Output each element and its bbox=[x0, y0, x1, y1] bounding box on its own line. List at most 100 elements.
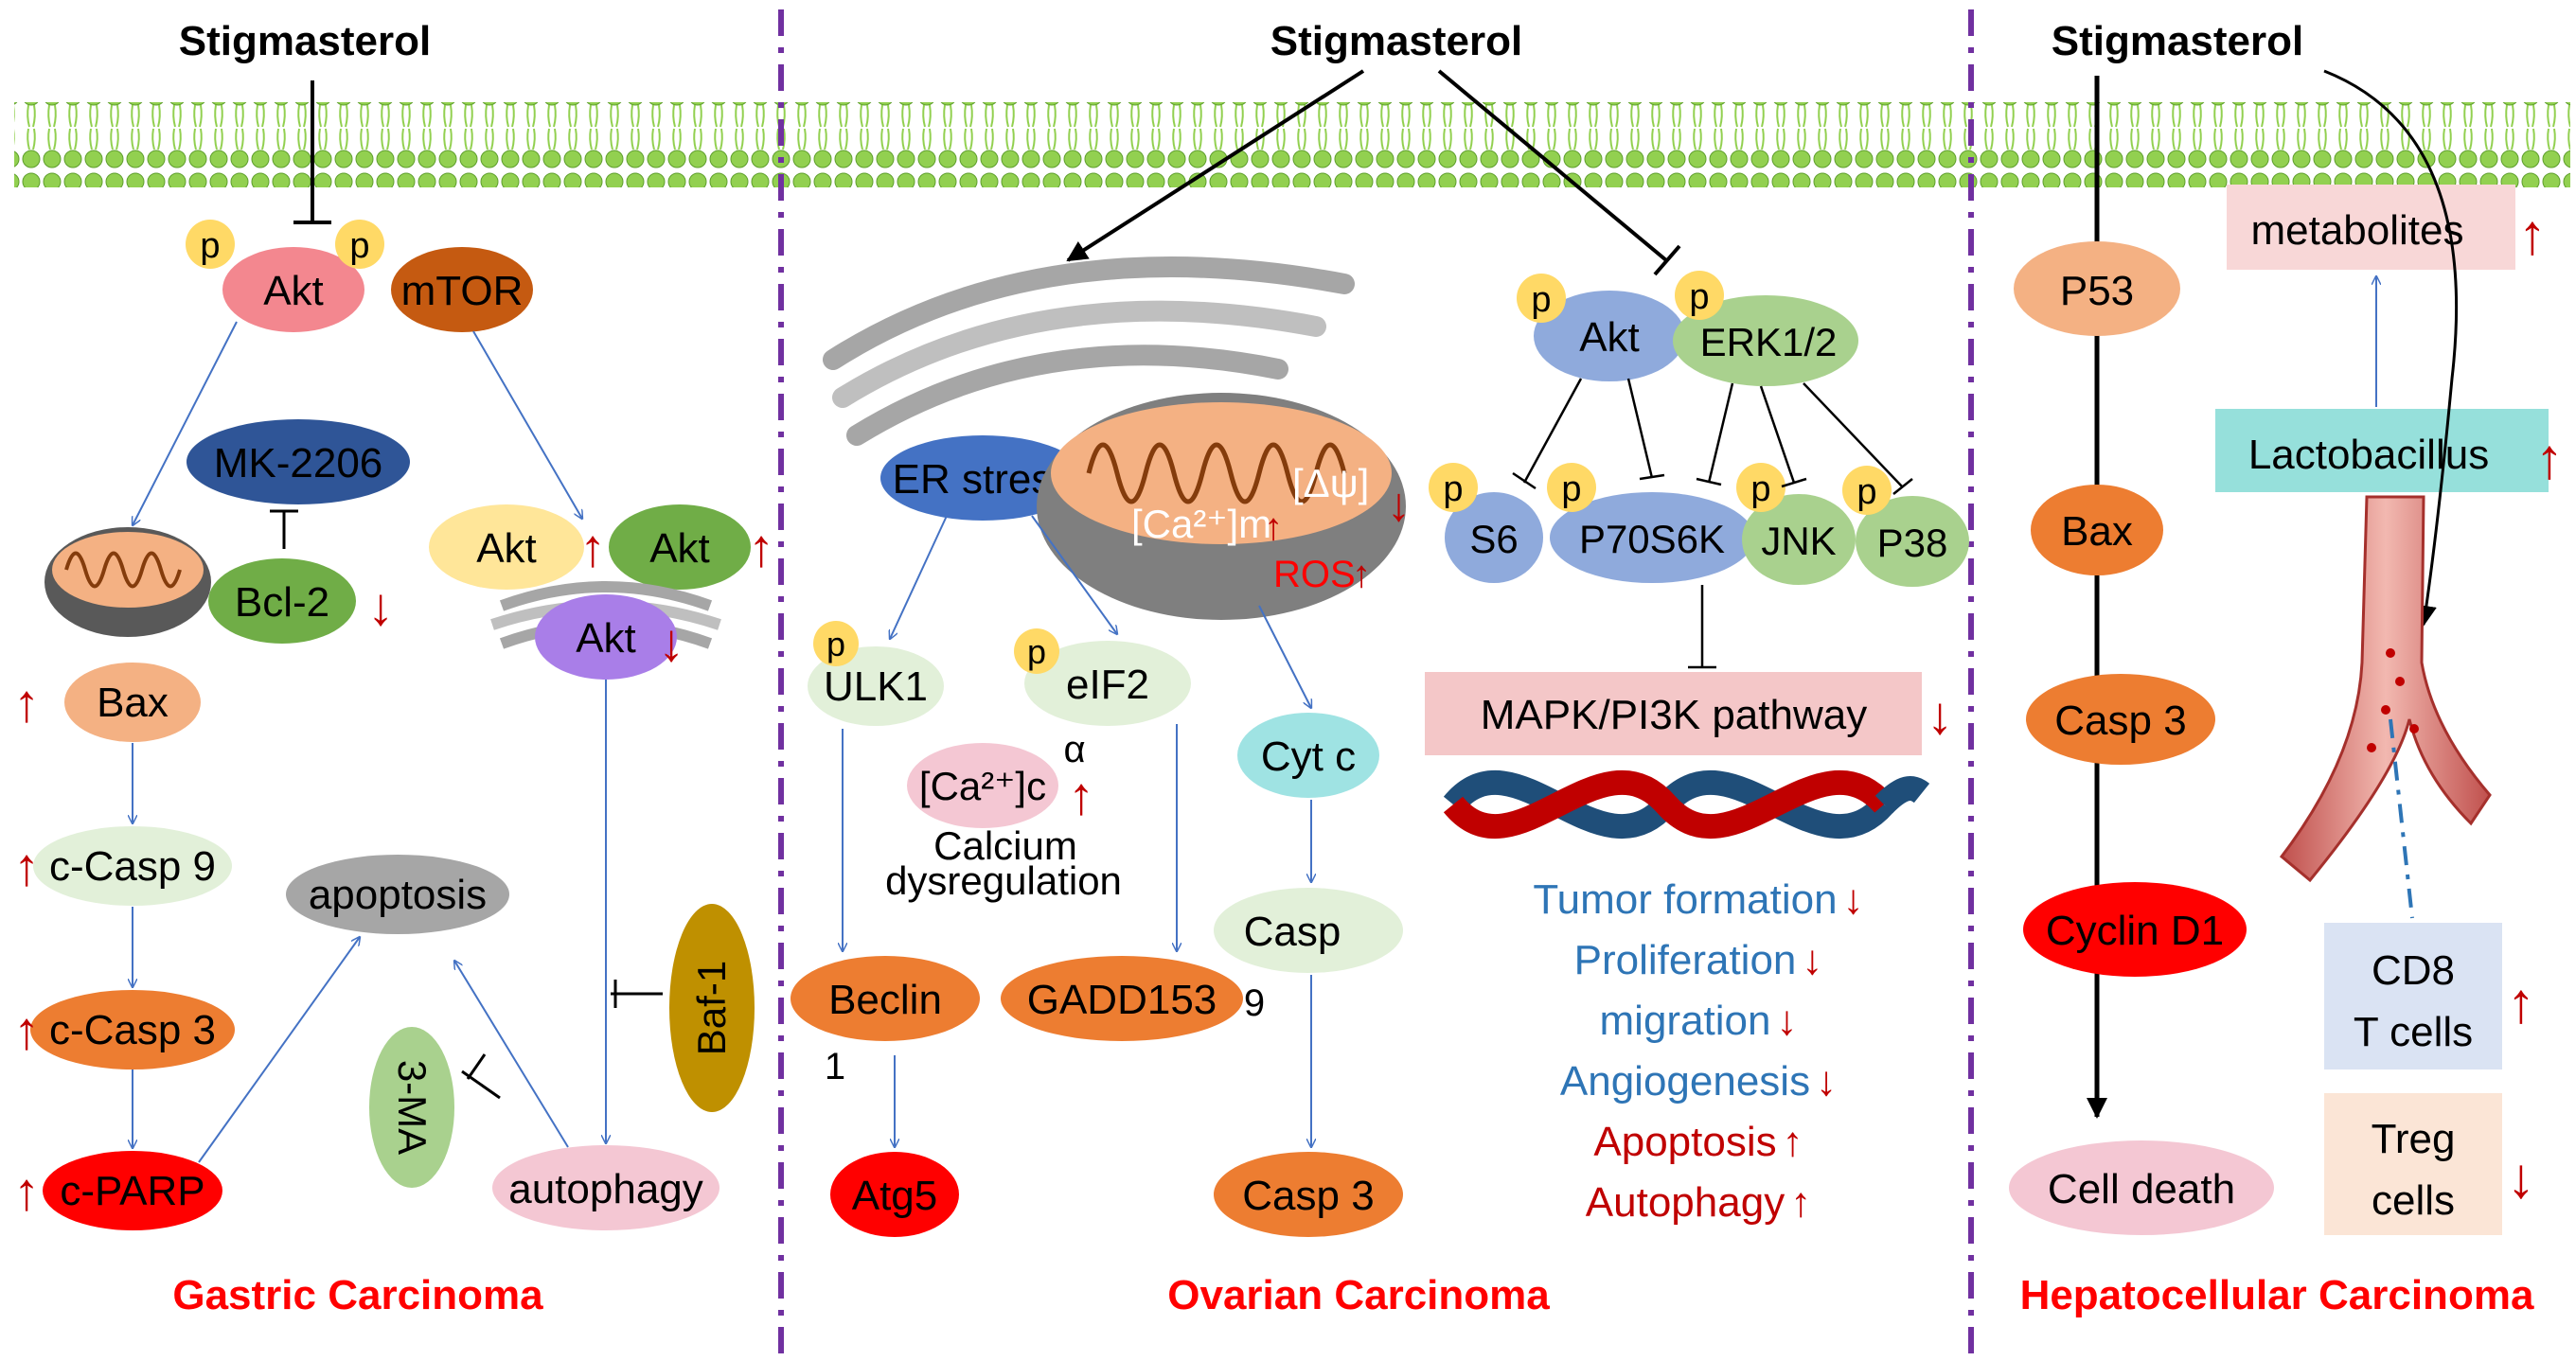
effect-item: Angiogenesis bbox=[1560, 1058, 1810, 1105]
svg-text:1: 1 bbox=[825, 1046, 845, 1087]
svg-text:metabolites: metabolites bbox=[2250, 207, 2463, 254]
lactobacillus-box bbox=[2215, 409, 2549, 492]
svg-text:Treg: Treg bbox=[2372, 1116, 2456, 1162]
ros-label: ROS bbox=[1273, 554, 1356, 595]
svg-text:cells: cells bbox=[2372, 1177, 2455, 1224]
atg5-node bbox=[830, 1152, 959, 1237]
svg-text:p: p bbox=[1443, 469, 1463, 509]
up-arrow: ↑ bbox=[13, 1161, 40, 1221]
akt-node bbox=[222, 247, 364, 332]
svg-text:Akt: Akt bbox=[649, 525, 710, 572]
treg-box bbox=[2324, 1093, 2502, 1235]
up-arrow: ↑ bbox=[1790, 1179, 1811, 1226]
section-label-gastric: Gastric Carcinoma bbox=[172, 1272, 543, 1318]
svg-text:Bax: Bax bbox=[97, 680, 169, 726]
phospho-badge bbox=[1547, 463, 1596, 512]
svg-text:Bax: Bax bbox=[2061, 508, 2133, 555]
up-arrow: ↑ bbox=[13, 673, 40, 733]
down-arrow: ↓ bbox=[1843, 876, 1864, 923]
jnk-node bbox=[1742, 494, 1856, 585]
s6-node bbox=[1445, 492, 1543, 583]
svg-text:Bcl-2: Bcl-2 bbox=[235, 579, 329, 626]
up-arrow: ↑ bbox=[2507, 971, 2535, 1034]
svg-text:Cyt c: Cyt c bbox=[1261, 734, 1356, 780]
cparp-node bbox=[43, 1151, 222, 1230]
dpsi-label: [Δψ] bbox=[1292, 461, 1369, 505]
mitochondrion-icon bbox=[1037, 393, 1406, 620]
3ma-node bbox=[369, 1027, 454, 1188]
casp9-node bbox=[1214, 888, 1403, 973]
ulk1-node bbox=[808, 646, 944, 726]
erk-node bbox=[1673, 295, 1858, 386]
bax-node bbox=[2031, 485, 2163, 575]
svg-text:3-MA: 3-MA bbox=[390, 1060, 435, 1155]
akt-node-b bbox=[609, 504, 751, 590]
svg-text:c-Casp 9: c-Casp 9 bbox=[49, 843, 216, 890]
section-label-hcc: Hepatocellular Carcinoma bbox=[2020, 1272, 2534, 1318]
svg-text:Akt: Akt bbox=[476, 525, 537, 572]
phospho-badge bbox=[813, 621, 859, 666]
hcc-panel: P53 Bax Casp 3 Cyclin D1 Cell death meta… bbox=[2009, 69, 2564, 1318]
svg-text:eIF2: eIF2 bbox=[1066, 662, 1149, 708]
svg-text:p: p bbox=[1856, 472, 1876, 512]
svg-text:Calcium: Calcium bbox=[933, 823, 1077, 868]
svg-text:p: p bbox=[1561, 469, 1581, 509]
mtor-node bbox=[391, 247, 533, 332]
svg-text:Cell death: Cell death bbox=[2048, 1166, 2235, 1212]
svg-text:ULK1: ULK1 bbox=[824, 663, 928, 710]
dna-helix-icon bbox=[1443, 769, 1930, 840]
er-stress-node bbox=[880, 435, 1085, 521]
svg-text:autophagy: autophagy bbox=[508, 1166, 703, 1212]
down-arrow: ↓ bbox=[367, 576, 394, 636]
down-arrow: ↓ bbox=[1816, 1058, 1837, 1105]
effect-item: migration bbox=[1600, 998, 1771, 1044]
svg-text:c-Casp 3: c-Casp 3 bbox=[49, 1007, 216, 1053]
svg-text:dysregulation: dysregulation bbox=[885, 858, 1122, 903]
svg-text:T cells: T cells bbox=[2354, 1009, 2473, 1055]
svg-text:Akt: Akt bbox=[576, 615, 636, 662]
gadd153-node bbox=[1001, 956, 1243, 1041]
cytc-node bbox=[1237, 713, 1379, 798]
svg-text:MK-2206: MK-2206 bbox=[214, 440, 383, 486]
up-arrow: ↑ bbox=[2518, 203, 2547, 266]
ccasp9-node bbox=[33, 826, 232, 906]
svg-text:p: p bbox=[1531, 280, 1551, 320]
svg-text:p: p bbox=[1027, 632, 1046, 671]
svg-text:JNK: JNK bbox=[1761, 519, 1836, 563]
svg-text:MAPK/PI3K pathway: MAPK/PI3K pathway bbox=[1481, 692, 1867, 738]
title-gastric-stigmasterol: Stigmasterol bbox=[179, 18, 432, 64]
svg-text:Casp 3: Casp 3 bbox=[1242, 1173, 1374, 1219]
eif2-node bbox=[1024, 641, 1191, 726]
svg-text:apoptosis: apoptosis bbox=[309, 872, 487, 918]
svg-text:Beclin: Beclin bbox=[828, 977, 942, 1023]
svg-text:p: p bbox=[200, 226, 220, 266]
casp3-node bbox=[1214, 1152, 1403, 1237]
ovarian-panel: ER stress [Ca²⁺]m ↑ [Δψ] ↓ ROS ↑ ULK1 p … bbox=[791, 69, 1969, 1318]
svg-text:Cyclin D1: Cyclin D1 bbox=[2046, 908, 2224, 954]
up-arrow: ↑ bbox=[1068, 766, 1094, 825]
p38-node bbox=[1856, 496, 1969, 587]
phospho-badge bbox=[1429, 463, 1478, 512]
svg-text:Casp: Casp bbox=[1244, 909, 1341, 955]
akt-node bbox=[1534, 291, 1685, 381]
beclin-node bbox=[791, 956, 980, 1041]
apoptosis-node bbox=[286, 855, 509, 934]
ca-m-label: [Ca²⁺]m bbox=[1131, 502, 1271, 546]
svg-text:ERK1/2: ERK1/2 bbox=[1700, 320, 1838, 364]
effect-item: Autophagy bbox=[1586, 1179, 1785, 1226]
down-arrow: ↓ bbox=[658, 612, 684, 672]
svg-text:S6: S6 bbox=[1469, 517, 1518, 561]
effect-item: Proliferation bbox=[1574, 937, 1797, 983]
up-arrow: ↑ bbox=[579, 518, 606, 577]
svg-text:p: p bbox=[349, 226, 369, 266]
svg-text:Lactobacillus: Lactobacillus bbox=[2248, 432, 2489, 478]
down-arrow: ↓ bbox=[1802, 937, 1822, 983]
svg-text:GADD153: GADD153 bbox=[1027, 977, 1217, 1023]
up-arrow: ↑ bbox=[1352, 554, 1371, 595]
effect-item: Tumor formation bbox=[1533, 876, 1837, 923]
phospho-badge bbox=[335, 220, 384, 269]
up-arrow: ↑ bbox=[1783, 1119, 1803, 1165]
casp3-node bbox=[2026, 674, 2215, 765]
svg-text:P70S6K: P70S6K bbox=[1579, 517, 1725, 561]
